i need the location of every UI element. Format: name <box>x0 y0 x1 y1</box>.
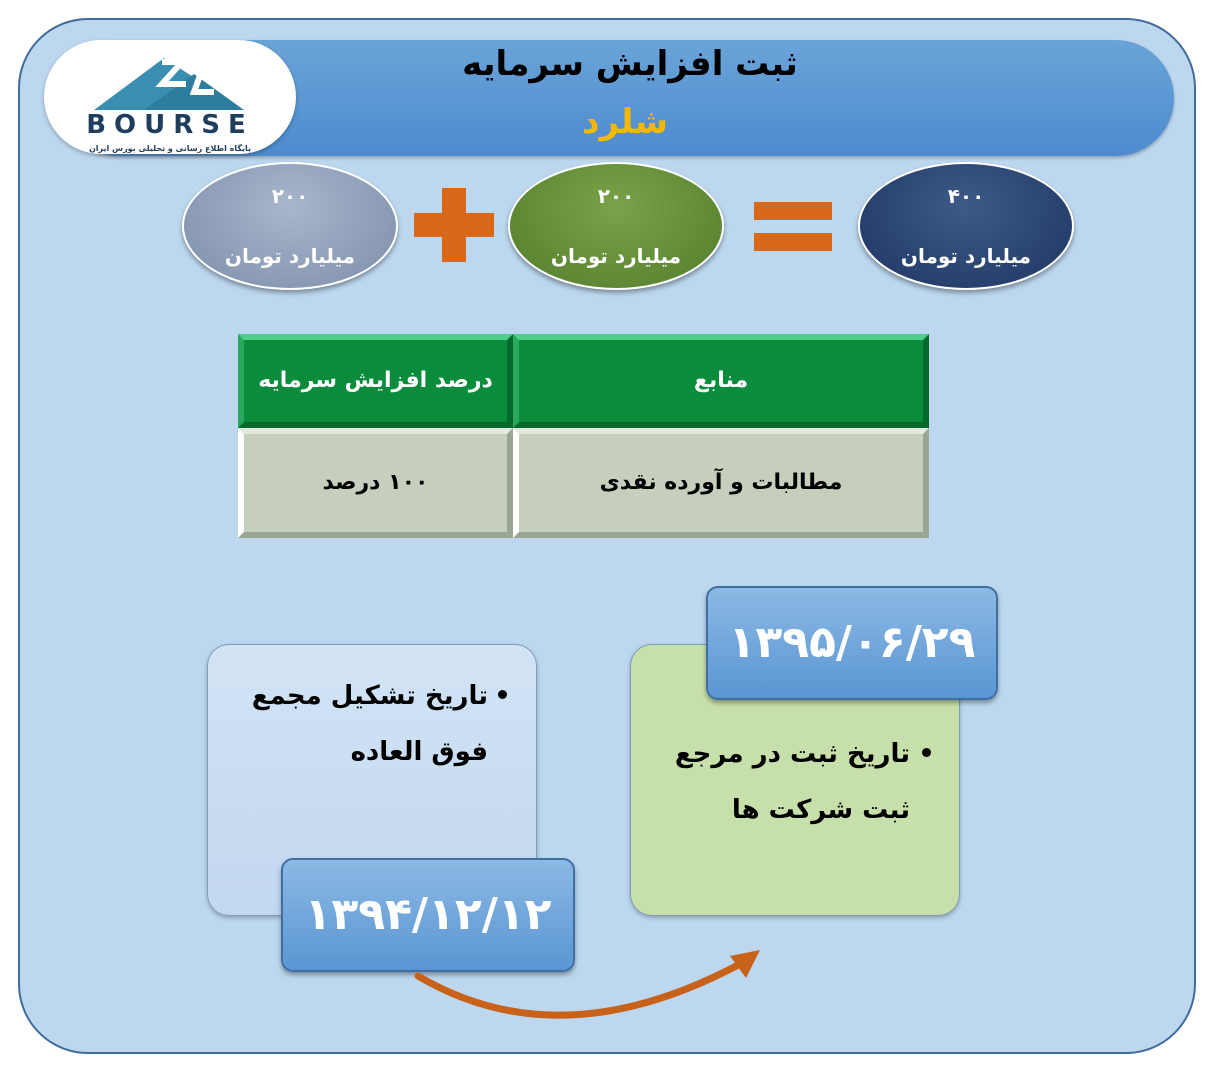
result-oval: ۴۰۰ میلیارد تومان <box>858 162 1074 290</box>
table-header-sources: منابع <box>513 334 929 428</box>
bourse24-logo: BOURSE پایگاه اطلاع رسانی و تحلیلی بورس … <box>44 40 296 154</box>
equals-icon <box>754 202 832 251</box>
meeting-label-line2: فوق العاده <box>350 737 488 767</box>
meeting-label-line1: تاریخ تشکیل مجمع <box>251 681 488 711</box>
registration-date: ۱۳۹۵/۰۶/۲۹ <box>706 586 998 700</box>
term1-unit: میلیارد تومان <box>224 244 356 268</box>
term2-oval: ۲۰۰ میلیارد تومان <box>508 162 724 290</box>
slide-title: ثبت افزایش سرمایه <box>462 44 798 84</box>
table-header-percent: درصد افزایش سرمایه <box>238 334 513 428</box>
plus-icon <box>414 188 494 262</box>
table-cell-sources: مطالبات و آورده نقدی <box>513 428 929 538</box>
bullet-icon <box>922 748 931 757</box>
result-value: ۴۰۰ <box>947 184 985 208</box>
registration-label-line1: تاریخ ثبت در مرجع <box>674 739 910 769</box>
term1-oval: ۲۰۰ میلیارد تومان <box>182 162 398 290</box>
bullet-icon <box>498 690 507 699</box>
term2-value: ۲۰۰ <box>597 184 635 208</box>
term2-unit: میلیارد تومان <box>550 244 682 268</box>
company-name: شلرد <box>582 102 668 142</box>
logo-tagline: پایگاه اطلاع رسانی و تحلیلی بورس ایران <box>88 144 252 153</box>
term1-value: ۲۰۰ <box>271 184 309 208</box>
logo-brand: BOURSE <box>86 110 254 140</box>
registration-label-line2: ثبت شرکت ها <box>731 795 910 825</box>
logo-mark-icon <box>94 58 244 110</box>
meeting-date: ۱۳۹۴/۱۲/۱۲ <box>281 858 575 972</box>
table-cell-percent: ۱۰۰ درصد <box>238 428 513 538</box>
result-unit: میلیارد تومان <box>900 244 1032 268</box>
